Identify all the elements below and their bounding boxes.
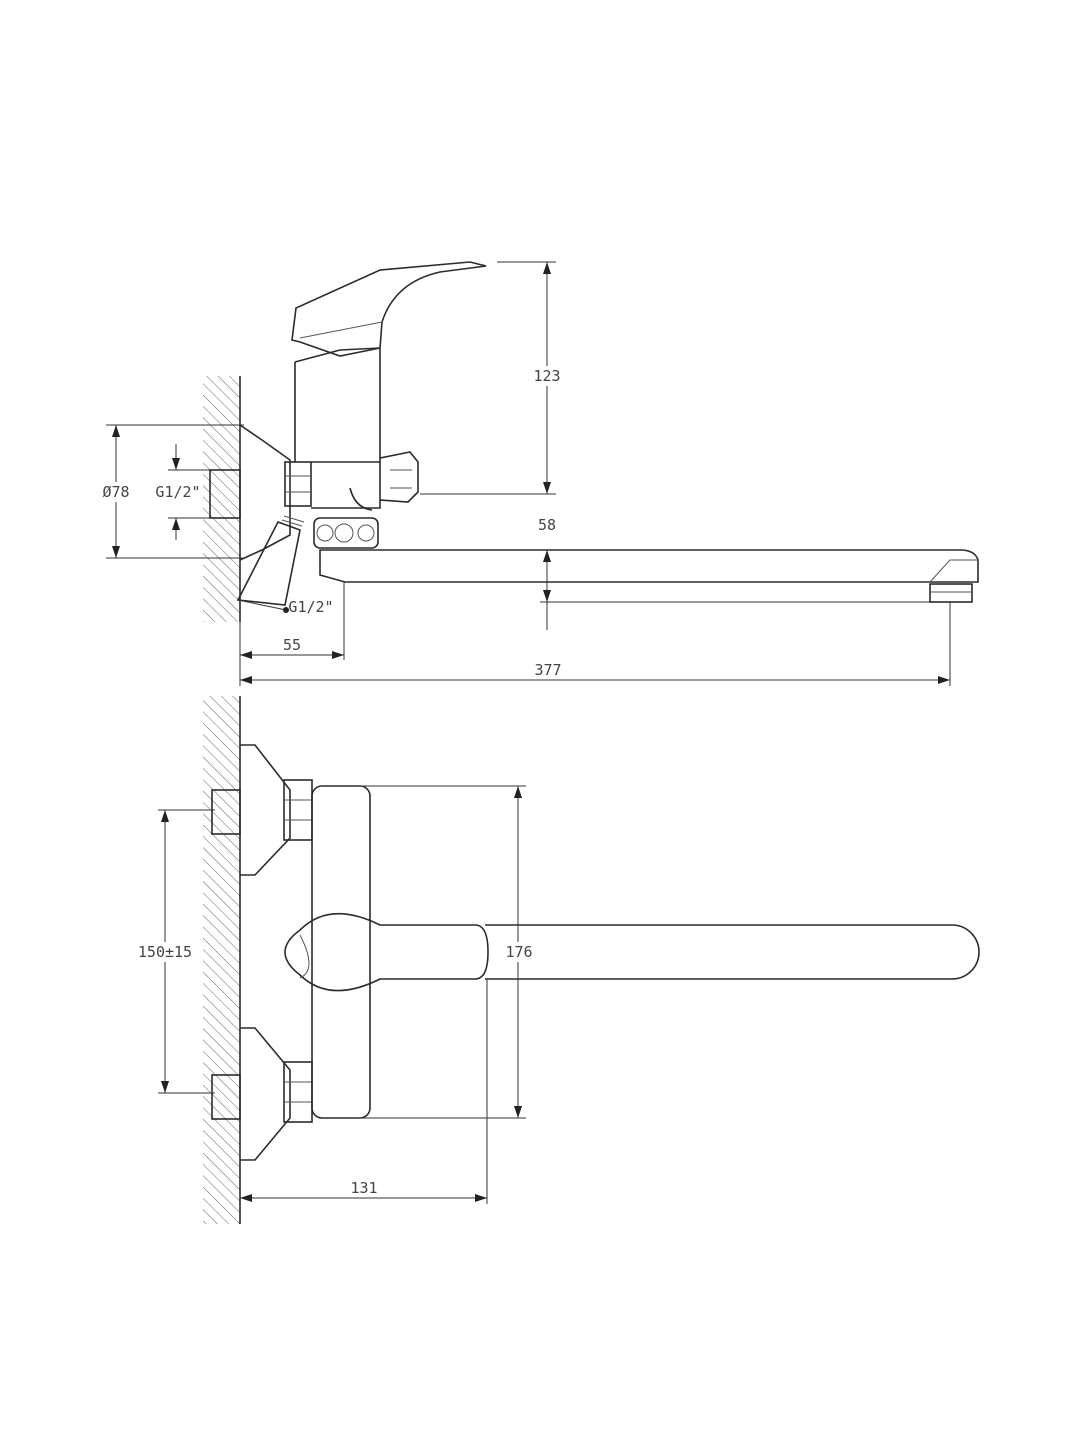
dim-spout-height: 58	[538, 516, 556, 534]
lever-handle	[291, 261, 487, 357]
upper-inlet	[211, 789, 241, 835]
lever-front	[284, 912, 489, 992]
lower-inlet	[211, 1074, 241, 1120]
aerator-tip	[929, 583, 973, 603]
lower-nut	[283, 1061, 313, 1123]
inlet-pipe	[209, 469, 241, 519]
mixer-body-front	[311, 785, 371, 1119]
mixer-body-side	[294, 348, 381, 509]
dim-body-projection: 131	[350, 1179, 377, 1197]
dim-inlet-thread: G1/2"	[155, 483, 200, 501]
dim-body-height: 176	[505, 943, 532, 961]
dim-total-reach: 377	[534, 661, 561, 679]
dim-flange-diameter: Ø78	[102, 483, 129, 501]
eccentric-nut	[284, 461, 312, 507]
shower-outlet	[236, 521, 301, 606]
dim-height-lever: 123	[533, 367, 560, 385]
front-view	[203, 696, 980, 1224]
spout-coupling	[313, 517, 379, 549]
side-view	[203, 261, 979, 622]
upper-flange	[240, 744, 291, 876]
wall-hatch-side	[203, 376, 240, 622]
wall-hatch-front	[203, 696, 240, 1224]
diverter-knob	[379, 451, 419, 503]
flange-side	[239, 424, 291, 561]
dim-shower-thread: G1/2"	[288, 598, 333, 616]
cartridge-housing	[294, 347, 381, 363]
front-dimensions: 150±15 176 131	[134, 785, 536, 1204]
lower-flange	[240, 1027, 291, 1161]
side-dimensions: 123 58 Ø78 G1/2" G1/2" 55	[98, 261, 951, 686]
spout-front	[485, 924, 980, 980]
dim-inlet-spacing: 150±15	[138, 943, 192, 961]
upper-nut	[283, 779, 313, 841]
dim-body-depth: 55	[283, 636, 301, 654]
spout-side	[319, 549, 979, 583]
